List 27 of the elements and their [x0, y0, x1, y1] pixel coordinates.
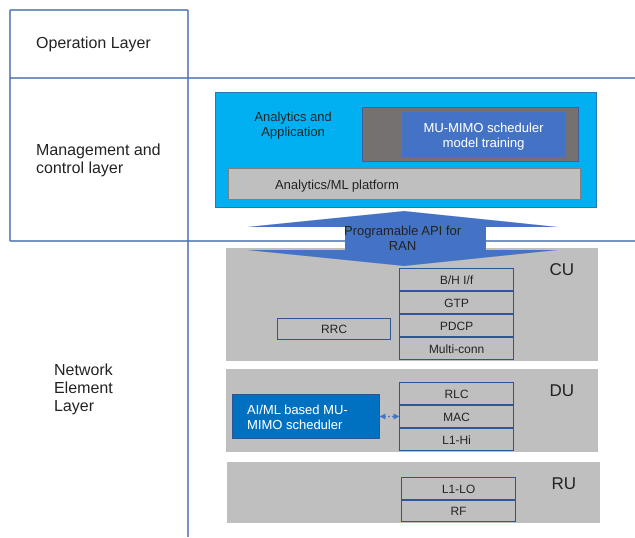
- protocol-layer-box: MAC: [399, 405, 514, 428]
- protocol-layer-box: L1-Hi: [399, 428, 514, 451]
- api-label: Programable API for RAN: [342, 224, 462, 254]
- unit-label: RU: [551, 474, 576, 494]
- layer-label: Analytics and Application: [253, 109, 333, 139]
- layer-label: Operation Layer: [36, 35, 151, 53]
- training-box: MU-MIMO scheduler model training: [402, 112, 565, 157]
- application-panel: [215, 92, 597, 208]
- protocol-layer-box: RLC: [399, 382, 514, 405]
- unit-panel: [226, 369, 598, 452]
- unit-label: DU: [549, 381, 574, 401]
- protocol-layer-box: L1-LO: [401, 477, 516, 500]
- protocol-layer-box: PDCP: [399, 314, 514, 337]
- model-panel: [362, 107, 579, 162]
- platform-bar: Analytics/ML platform: [228, 168, 581, 200]
- unit-panel: [226, 248, 598, 361]
- double-headed-arrow: [379, 414, 400, 420]
- protocol-layer-box: GTP: [399, 291, 514, 314]
- scheduler-box: AI/ML based MU-MIMO scheduler: [232, 394, 380, 439]
- protocol-layer-box: RRC: [277, 318, 391, 340]
- protocol-layer-box: B/H I/f: [399, 268, 514, 291]
- layer-label: Management and control layer: [36, 142, 162, 178]
- protocol-layer-box: Multi-conn: [399, 337, 514, 360]
- layer-label: Network Element Layer: [54, 362, 114, 416]
- unit-label: CU: [549, 260, 574, 280]
- protocol-layer-box: RF: [401, 500, 516, 522]
- unit-panel: [227, 462, 600, 523]
